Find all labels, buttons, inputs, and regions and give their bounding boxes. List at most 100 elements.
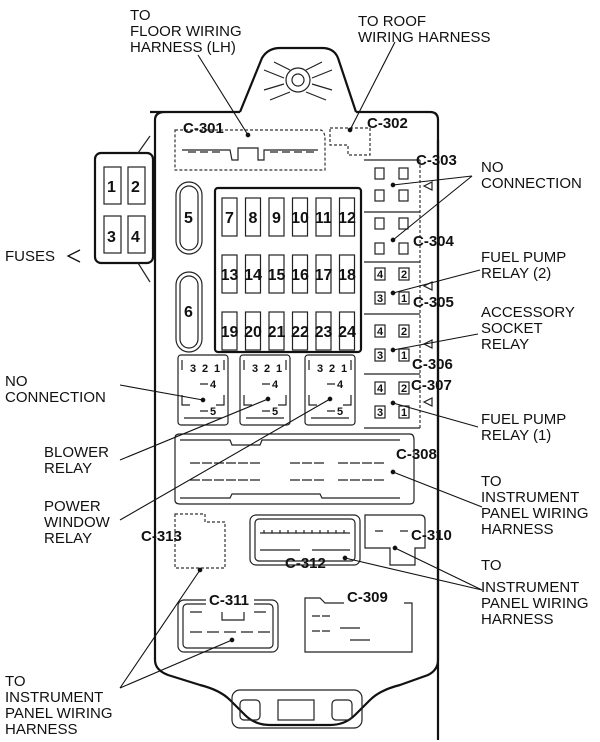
connector-c301: C-301 — [174, 120, 326, 171]
fuse-14[interactable]: 14 — [244, 254, 262, 294]
fuses-bracket — [66, 249, 81, 263]
callout-no-connection-right: NO CONNECTION — [481, 159, 582, 192]
fuse-3[interactable] — [103, 215, 122, 254]
callout-fuel-pump-relay-1: FUEL PUMP RELAY (1) — [481, 411, 566, 444]
connector-c312: C-312 — [249, 514, 361, 572]
fuse-14-label: 14 — [244, 267, 262, 284]
fuse-6[interactable] — [175, 271, 203, 353]
svg-text:RELAY (1): RELAY (1) — [481, 427, 551, 444]
relay-pin-label: 5 — [272, 406, 278, 418]
pin-label: 4 — [377, 269, 384, 281]
relay-pin-label: 5 — [337, 406, 343, 418]
svg-text:HARNESS: HARNESS — [5, 721, 78, 738]
large-fuses: 5 6 — [175, 181, 203, 353]
fuse-1[interactable] — [103, 166, 122, 205]
relay-pin-label: 2 — [202, 363, 208, 375]
callout-fuses: FUSES — [5, 248, 55, 265]
fuse-15[interactable]: 15 — [268, 254, 286, 294]
svg-text:BLOWER: BLOWER — [44, 444, 109, 461]
fuse-21[interactable]: 21 — [268, 311, 286, 351]
cavity-c304[interactable] — [374, 217, 409, 255]
fuse-17[interactable]: 17 — [315, 254, 333, 294]
fuse-18[interactable]: 18 — [338, 254, 356, 294]
c308-label: C-308 — [396, 446, 437, 463]
pin-label: 1 — [401, 350, 407, 362]
c311-label: C-311 — [209, 592, 249, 609]
fuse-22[interactable]: 22 — [291, 311, 309, 351]
fuse-7[interactable]: 7 — [221, 197, 238, 237]
svg-text:NO: NO — [481, 159, 504, 176]
pin-label: 2 — [401, 326, 407, 338]
c302-label: C-302 — [367, 115, 408, 132]
svg-text:NO: NO — [5, 373, 28, 390]
svg-text:RELAY: RELAY — [44, 460, 92, 477]
fuse-23[interactable]: 23 — [315, 311, 333, 351]
fuse-18-label: 18 — [338, 267, 356, 284]
c313-label: C-313 — [141, 528, 182, 545]
svg-text:CONNECTION: CONNECTION — [481, 175, 582, 192]
fuse-11[interactable]: 11 — [315, 197, 332, 237]
fuse-5-label: 5 — [184, 210, 193, 227]
fuse-16-label: 16 — [291, 267, 309, 284]
fuse-8-label: 8 — [249, 210, 258, 227]
svg-text:TO ROOF: TO ROOF — [358, 13, 426, 30]
fuse-22-label: 22 — [291, 324, 309, 341]
fuse-2[interactable] — [127, 166, 146, 205]
svg-text:TO: TO — [5, 673, 26, 690]
fuse-19[interactable]: 19 — [221, 311, 239, 351]
fuse-5[interactable] — [175, 181, 203, 255]
connector-c313: C-313 — [141, 513, 226, 569]
callout-ip-harness-bottom: TO INSTRUMENT PANEL WIRING HARNESS — [5, 673, 113, 738]
callout-roof-harness: TO ROOF WIRING HARNESS — [358, 13, 491, 46]
fuse-13[interactable]: 13 — [221, 254, 239, 294]
orientation-markers — [422, 181, 433, 407]
fuse-9-label: 9 — [272, 210, 281, 227]
fuse-12[interactable]: 12 — [338, 197, 356, 237]
fuse-16[interactable]: 16 — [291, 254, 309, 294]
relay-pin-label: 4 — [337, 379, 344, 391]
fuse-24[interactable]: 24 — [338, 311, 356, 351]
svg-text:INSTRUMENT: INSTRUMENT — [5, 689, 103, 706]
fuse-13-label: 13 — [221, 267, 239, 284]
pin-label: 3 — [377, 407, 383, 419]
pin-label: 2 — [401, 383, 407, 395]
callout-accessory-socket-relay: ACCESSORY SOCKET RELAY — [481, 304, 575, 353]
fuse-20[interactable]: 20 — [244, 311, 262, 351]
fuse-4[interactable] — [127, 215, 146, 254]
fuse-12-label: 12 — [338, 210, 356, 227]
cavity-c303[interactable] — [374, 167, 409, 202]
pin-label: 3 — [377, 350, 383, 362]
fuse-21-label: 21 — [268, 324, 286, 341]
fuse-6-label: 6 — [184, 304, 193, 321]
c309-label: C-309 — [347, 589, 388, 606]
c307-label: C-307 — [411, 377, 452, 394]
svg-text:HARNESS: HARNESS — [481, 521, 554, 538]
top-tab-pattern — [263, 61, 333, 101]
relay-pin-label: 1 — [276, 363, 282, 375]
svg-text:PANEL WIRING: PANEL WIRING — [481, 595, 589, 612]
fuse-box-housing — [150, 46, 440, 740]
fuse-8[interactable]: 8 — [244, 197, 262, 237]
callout-power-window-relay: POWER WINDOW RELAY — [44, 498, 111, 547]
svg-text:PANEL WIRING: PANEL WIRING — [481, 505, 589, 522]
fuse-9[interactable]: 9 — [268, 197, 285, 237]
fuse-10[interactable]: 10 — [291, 197, 309, 237]
callout-floor-harness: TO FLOOR WIRING HARNESS (LH) — [130, 7, 242, 56]
callout-no-connection-left: NO CONNECTION — [5, 373, 106, 406]
svg-text:RELAY: RELAY — [44, 530, 92, 547]
svg-text:TO: TO — [130, 7, 151, 24]
fuse-15-label: 15 — [268, 267, 286, 284]
fuse-23-label: 23 — [315, 324, 333, 341]
svg-text:ACCESSORY: ACCESSORY — [481, 304, 575, 321]
svg-text:FUEL PUMP: FUEL PUMP — [481, 411, 566, 428]
relay-pin-label: 5 — [210, 406, 216, 418]
relay-pin-label: 3 — [317, 363, 323, 375]
